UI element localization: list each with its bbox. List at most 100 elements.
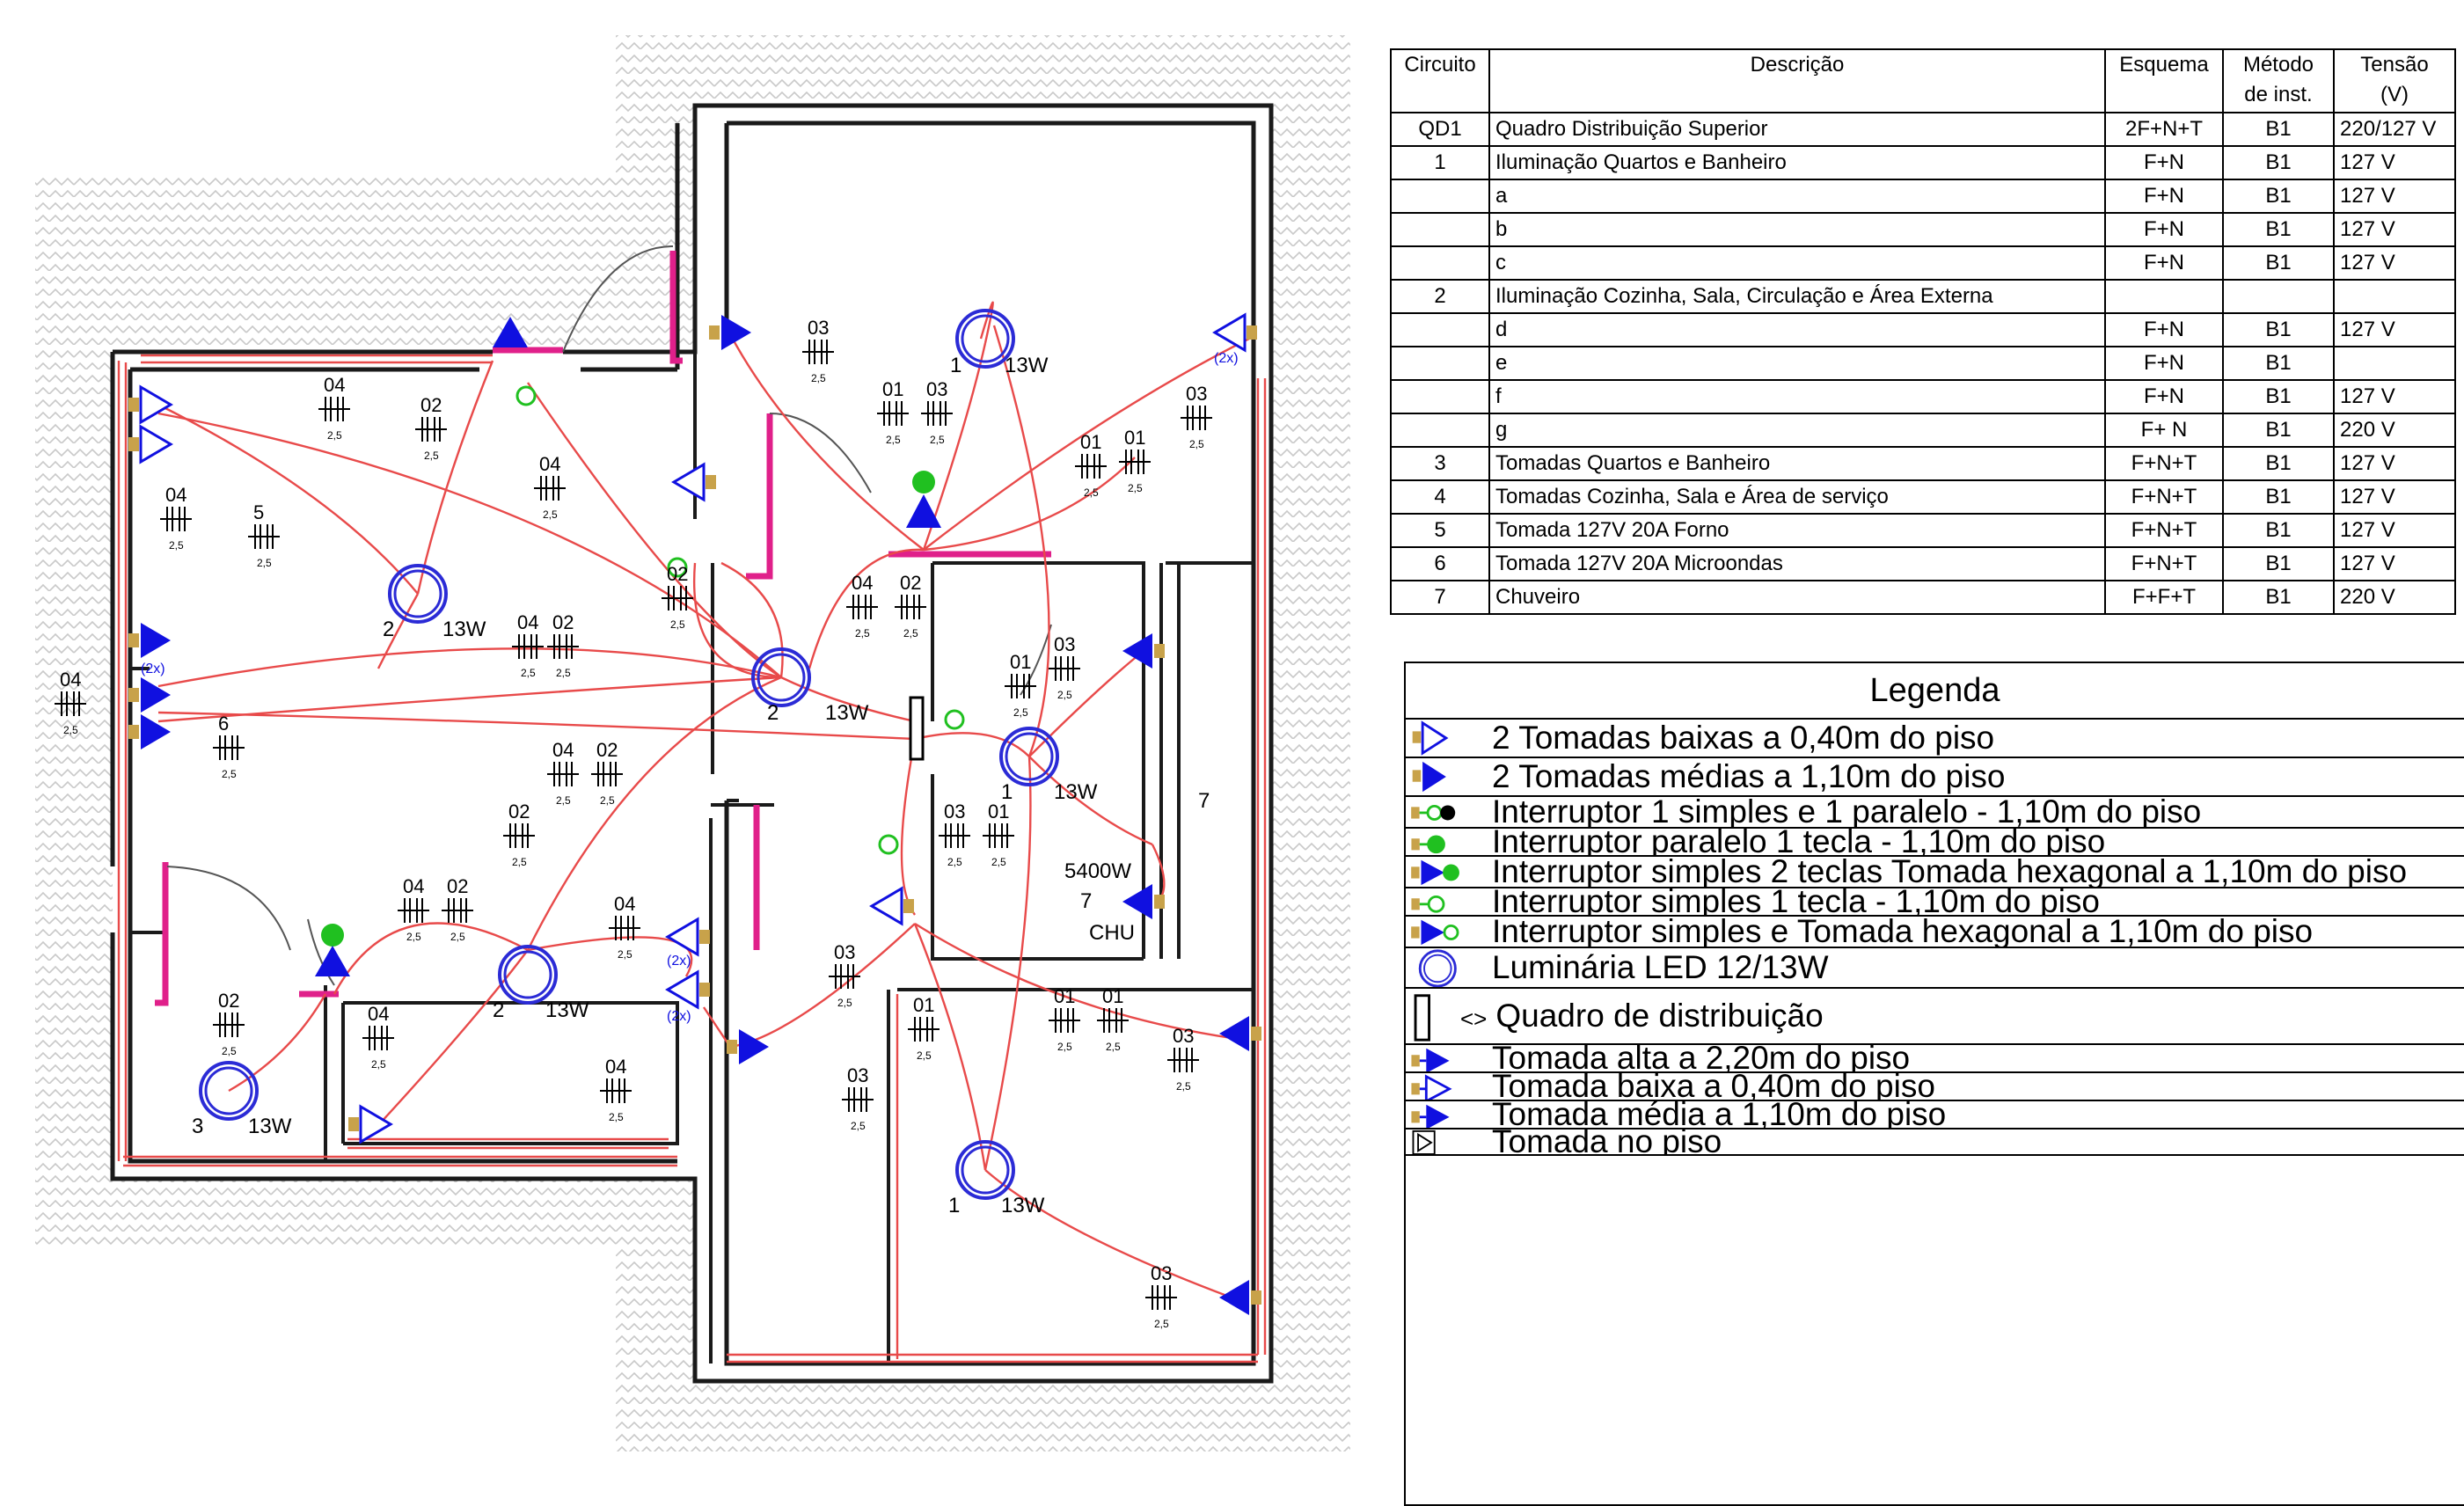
wire-mark: 012,5 (876, 378, 910, 446)
cell-metodo: B1 (2222, 580, 2335, 615)
switch-simple-icon (667, 557, 688, 578)
wire-section: 2,5 (371, 1058, 386, 1071)
wire-code: 04 (368, 1003, 389, 1025)
distribution-board-icon (1414, 994, 1430, 1042)
lamp-power-label: 13W (1001, 1194, 1045, 1217)
wire-mark: 012,5 (1118, 427, 1152, 494)
wire-mark: 042,5 (362, 1003, 395, 1071)
wire-code: 04 (614, 893, 635, 915)
legend-item: (2x)2 Tomadas médias a 1,10m do piso (1406, 758, 2464, 797)
cell-descricao: Tomada 127V 20A Microondas (1488, 546, 2106, 581)
legend: Legenda (2x)2 Tomadas baixas a 0,40m do … (1404, 662, 2464, 1506)
double-socket-low-icon: (2x) (1412, 720, 1449, 756)
legend-item-text: Interruptor simples 1 tecla - 1,10m do p… (1492, 888, 2100, 917)
legend-item-text: Quadro de distribuição (1495, 998, 1824, 1034)
cell-esquema: F+N (2104, 312, 2224, 347)
wire-section: 2,5 (556, 667, 571, 679)
cell-circuito: 6 (1390, 546, 1490, 581)
switch-simple-parallel-icon (1411, 804, 1456, 821)
wire-code: 04 (165, 484, 186, 506)
legend-item: Tomada média a 1,10m do piso (1406, 1101, 2464, 1130)
wire-code: 03 (926, 378, 947, 400)
wire-code: 02 (420, 394, 442, 416)
wire-code: 01 (882, 378, 903, 400)
wire-code: 03 (944, 801, 965, 822)
lamp-power-label: 13W (1054, 780, 1098, 804)
header-circuito: Circuito (1390, 48, 1490, 113)
wire-code: 04 (605, 1056, 626, 1078)
switch-simple-icon (1411, 895, 1445, 913)
wire-code: 01 (988, 801, 1009, 822)
wire-code: 01 (1054, 985, 1075, 1007)
cell-circuito (1390, 413, 1490, 448)
wire-section: 2,5 (917, 1049, 932, 1062)
led-luminaire-icon (1418, 949, 1457, 987)
cell-esquema: F+N (2104, 245, 2224, 281)
cell-metodo: B1 (2222, 479, 2335, 515)
legend-item-label: Tomada baixa a 0,40m do piso (1492, 1073, 1935, 1100)
cell-metodo: B1 (2222, 446, 2335, 481)
cell-esquema: F+ N (2104, 413, 2224, 448)
wire-mark: 022,5 (212, 990, 245, 1057)
legend-item: Tomada no piso (1406, 1130, 2464, 1156)
header-tensao-line1: Tensão (2360, 53, 2429, 77)
cell-descricao: f (1488, 379, 2106, 414)
wire-code: 02 (218, 990, 239, 1012)
cell-metodo: B1 (2222, 245, 2335, 281)
cell-descricao: g (1488, 413, 2106, 448)
wire-code: 03 (1173, 1025, 1194, 1047)
legend-item: Interruptor paralelo 1 tecla - 1,10m do … (1406, 829, 2464, 857)
cell-tensao: 127 V (2333, 479, 2456, 515)
double-socket-mark: (2x) (1214, 351, 1239, 366)
legend-item-text: Luminária LED 12/13W (1492, 949, 1829, 985)
lamp-circuit-label: 2 (383, 618, 394, 641)
wire-mark: 012,5 (982, 801, 1015, 868)
wire-code: 02 (447, 875, 468, 897)
cell-circuito: QD1 (1390, 112, 1490, 147)
wire-mark: 042,5 (159, 484, 193, 552)
wire-section: 2,5 (1154, 1318, 1169, 1330)
cell-tensao: 127 V (2333, 513, 2456, 548)
double-socket-mark: (2x) (141, 662, 165, 676)
wire-code: 03 (1151, 1262, 1172, 1284)
lamp-circuit-label: 2 (767, 701, 779, 725)
legend-item-text: 2 Tomadas baixas a 0,40m do piso (1492, 720, 1995, 756)
wire-section: 2,5 (1189, 438, 1204, 450)
circuit-table: Circuito Descrição Esquema Método de ins… (1390, 48, 2456, 615)
cell-descricao: b (1488, 212, 2106, 247)
wire-mark: 012,5 (907, 994, 940, 1062)
floor-socket-icon (1412, 1130, 1436, 1154)
cell-metodo: B1 (2222, 112, 2335, 147)
cell-circuito: 7 (1390, 580, 1490, 615)
cell-esquema: F+N (2104, 346, 2224, 381)
wire-code: 03 (1186, 383, 1207, 405)
legend-item-text: Interruptor simples e Tomada hexagonal a… (1492, 917, 2314, 948)
legend-item-label: Interruptor simples 2 teclas Tomada hexa… (1492, 857, 2407, 887)
cell-descricao: Iluminação Quartos e Banheiro (1488, 145, 2106, 180)
cell-descricao: d (1488, 312, 2106, 347)
wire-section: 2,5 (903, 627, 918, 640)
legend-item-label: 2 Tomadas baixas a 0,40m do piso (1492, 720, 1994, 757)
lamp-power-label: 13W (248, 1115, 292, 1138)
legend-item: <>Quadro de distribuição (1406, 989, 2464, 1045)
legend-item-text: Tomada alta a 2,20m do piso (1492, 1045, 1911, 1073)
wire-mark: 042,5 (845, 572, 879, 640)
wire-mark: 022,5 (414, 394, 448, 462)
cell-metodo: B1 (2222, 546, 2335, 581)
cell-metodo: B1 (2222, 413, 2335, 448)
wire-mark: 022,5 (546, 611, 580, 679)
lamp-power-label: 13W (825, 701, 869, 725)
wire-code: 02 (508, 801, 530, 822)
lamp-circuit-label: 1 (1001, 780, 1013, 804)
legend-item-label: Tomada alta a 2,20m do piso (1492, 1045, 1911, 1073)
switch-simple-icon (944, 709, 965, 730)
legend-item-text: Interruptor 1 simples e 1 paralelo - 1,1… (1492, 797, 2202, 829)
